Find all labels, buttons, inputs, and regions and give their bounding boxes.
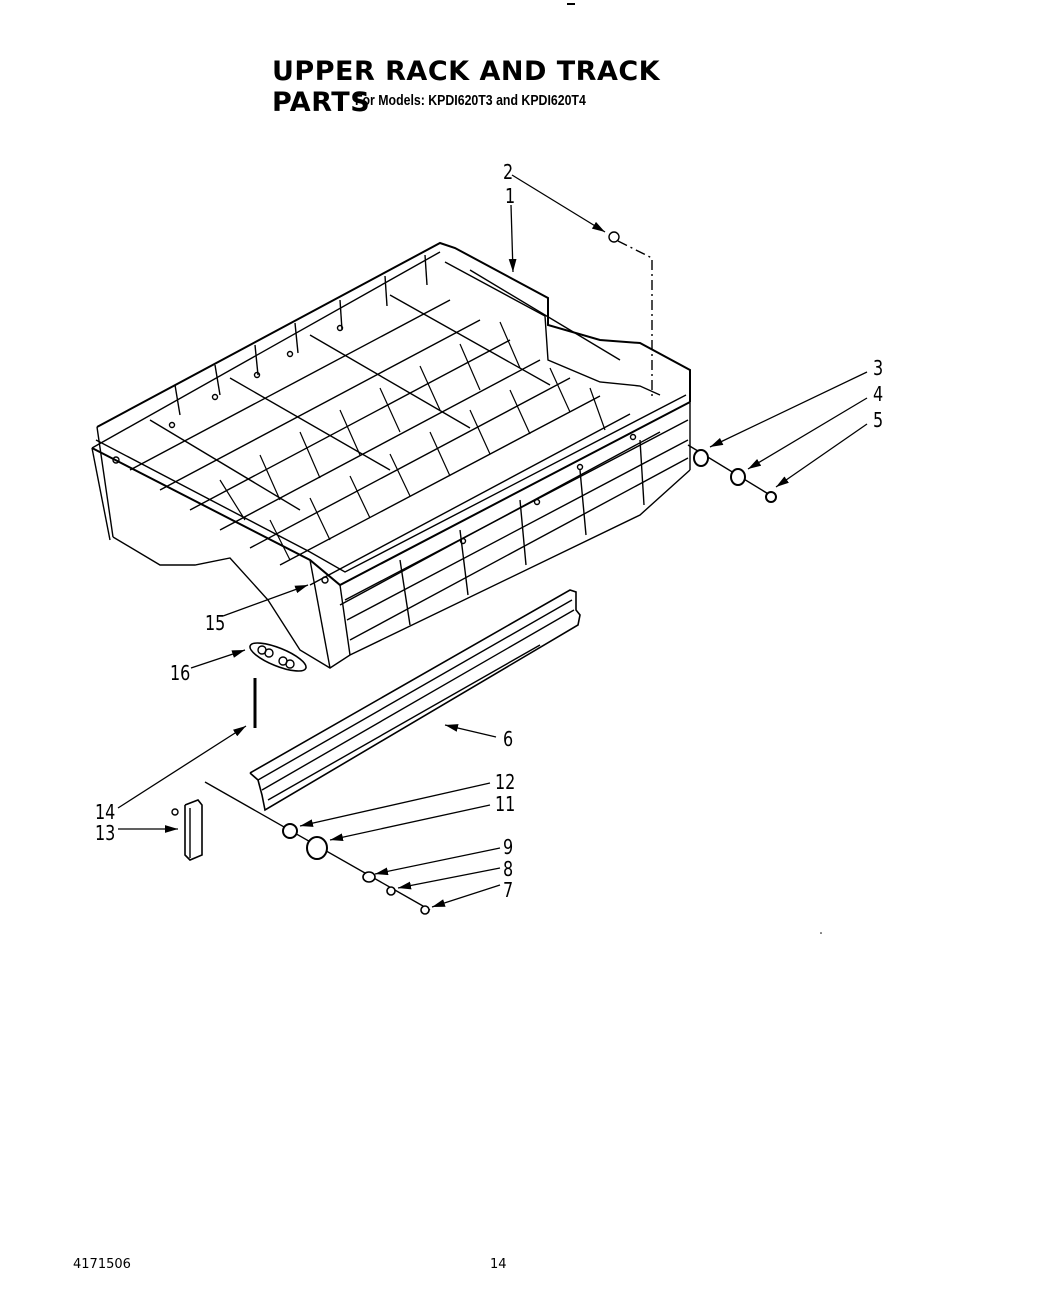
callout-3: 3 bbox=[873, 356, 884, 380]
callout-1: 1 bbox=[505, 184, 516, 208]
upper-rack-basket bbox=[91, 241, 691, 669]
callout-6: 6 bbox=[503, 727, 514, 751]
bumper-part bbox=[249, 642, 307, 672]
callout-13: 13 bbox=[95, 821, 116, 845]
callout-5: 5 bbox=[873, 408, 884, 432]
callout-16: 16 bbox=[170, 661, 191, 685]
callout-14: 14 bbox=[95, 800, 116, 824]
page-subtitle: For Models: KPDI620T3 and KPDI620T4 bbox=[355, 93, 586, 109]
document-number: 4171506 bbox=[73, 1257, 131, 1272]
callout-7: 7 bbox=[503, 878, 514, 902]
callout-4: 4 bbox=[873, 382, 884, 406]
callout-2: 2 bbox=[503, 160, 514, 184]
callout-8: 8 bbox=[503, 857, 514, 881]
page-number: 14 bbox=[490, 1257, 507, 1272]
scan-mark bbox=[567, 3, 575, 5]
callout-12: 12 bbox=[495, 770, 516, 794]
callout-11: 11 bbox=[495, 792, 516, 816]
stop-block bbox=[171, 799, 203, 861]
wheel-assembly-left bbox=[204, 781, 431, 915]
roller-assembly-right bbox=[687, 444, 777, 503]
callout-15: 15 bbox=[205, 611, 226, 635]
callout-9: 9 bbox=[503, 835, 514, 859]
page-title: UPPER RACK AND TRACK PARTS bbox=[272, 56, 661, 118]
nut-part bbox=[608, 231, 653, 400]
track-rail bbox=[249, 589, 581, 812]
